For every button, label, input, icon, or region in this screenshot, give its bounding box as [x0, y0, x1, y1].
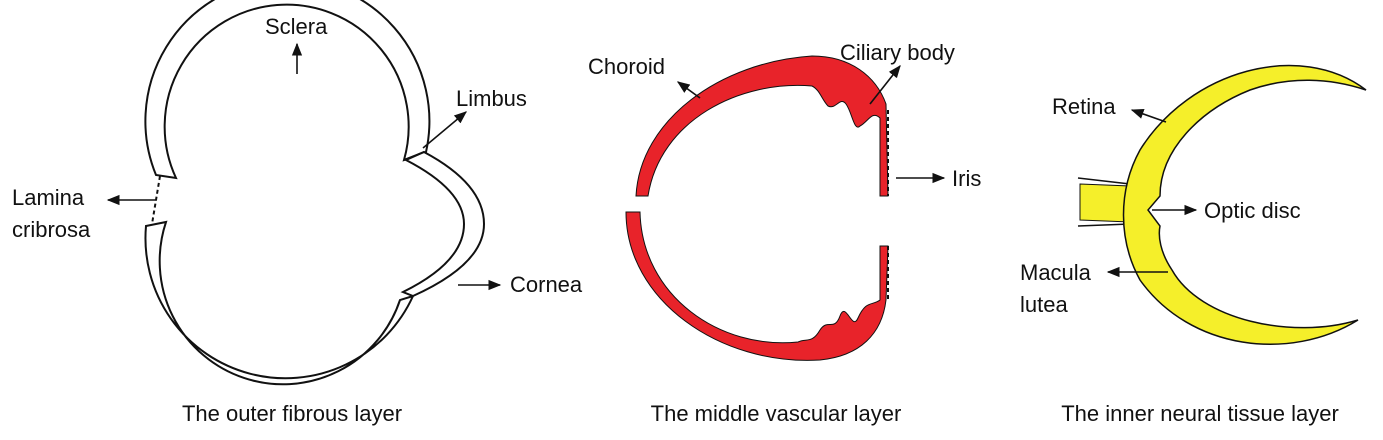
choroid-lower-shape — [625, 211, 889, 361]
label-choroid: Choroid — [588, 54, 665, 79]
cornea-shape — [400, 150, 486, 298]
neural-layer-panel: Retina Optic disc Macula lutea The inner… — [1020, 64, 1367, 426]
label-macula-line1: Macula — [1020, 260, 1092, 285]
vascular-layer-panel: Choroid Ciliary body Iris The middle vas… — [588, 40, 981, 426]
label-optic-disc: Optic disc — [1204, 198, 1301, 223]
optic-nerve-shape — [1079, 183, 1131, 223]
sclera-shape — [144, 0, 431, 386]
label-lamina-line1: Lamina — [12, 185, 85, 210]
label-lamina-line2: cribrosa — [12, 217, 91, 242]
caption-fibrous: The outer fibrous layer — [182, 401, 402, 426]
label-limbus: Limbus — [456, 86, 527, 111]
label-cornea: Cornea — [510, 272, 583, 297]
label-ciliary-body: Ciliary body — [840, 40, 955, 65]
label-macula-line2: lutea — [1020, 292, 1068, 317]
caption-vascular: The middle vascular layer — [651, 401, 902, 426]
label-retina: Retina — [1052, 94, 1116, 119]
label-sclera: Sclera — [265, 14, 328, 39]
fibrous-layer-panel: Sclera Limbus Lamina cribrosa Cornea The… — [12, 0, 583, 426]
retina-shape — [1122, 64, 1367, 345]
label-iris: Iris — [952, 166, 981, 191]
caption-neural: The inner neural tissue layer — [1061, 401, 1339, 426]
choroid-upper-shape — [635, 55, 889, 197]
